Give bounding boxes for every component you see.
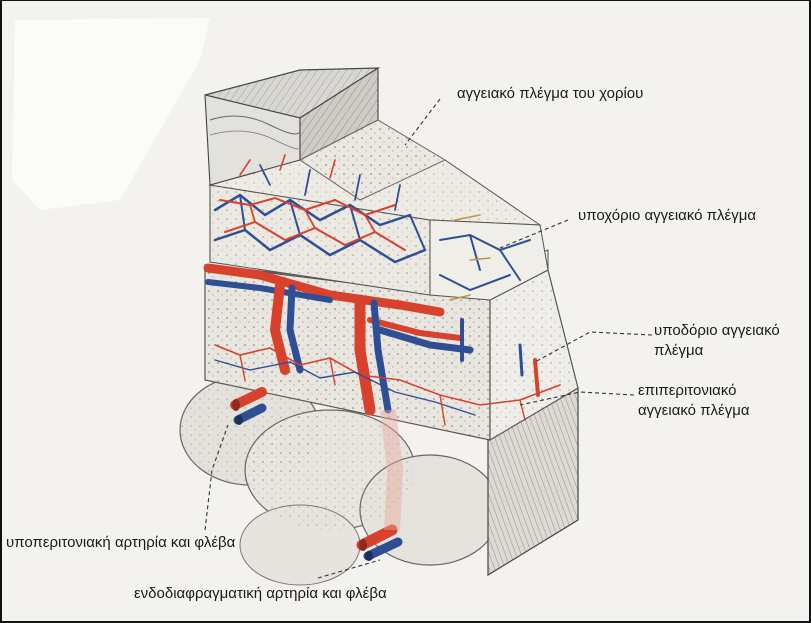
label-subcutaneous-plexus-line1: υποδόριο αγγειακό: [654, 322, 780, 340]
label-epiperitoneal-plexus-line1: επιπεριτονιακό: [638, 382, 737, 400]
label-epiperitoneal-plexus-line2: αγγειακό πλέγμα: [638, 402, 750, 420]
label-dermis-plexus: αγγειακό πλέγμα του χορίου: [457, 85, 643, 103]
label-subperitoneal-vessels: υποπεριτονιακή αρτηρία και φλέβα: [6, 534, 235, 552]
label-subcutaneous-plexus-line2: πλέγμα: [654, 342, 703, 360]
label-intermuscular-vessels: ενδοδιαφραγματική αρτηρία και φλέβα: [134, 585, 387, 603]
label-subdermal-plexus: υποχόριο αγγειακό πλέγμα: [578, 207, 756, 225]
